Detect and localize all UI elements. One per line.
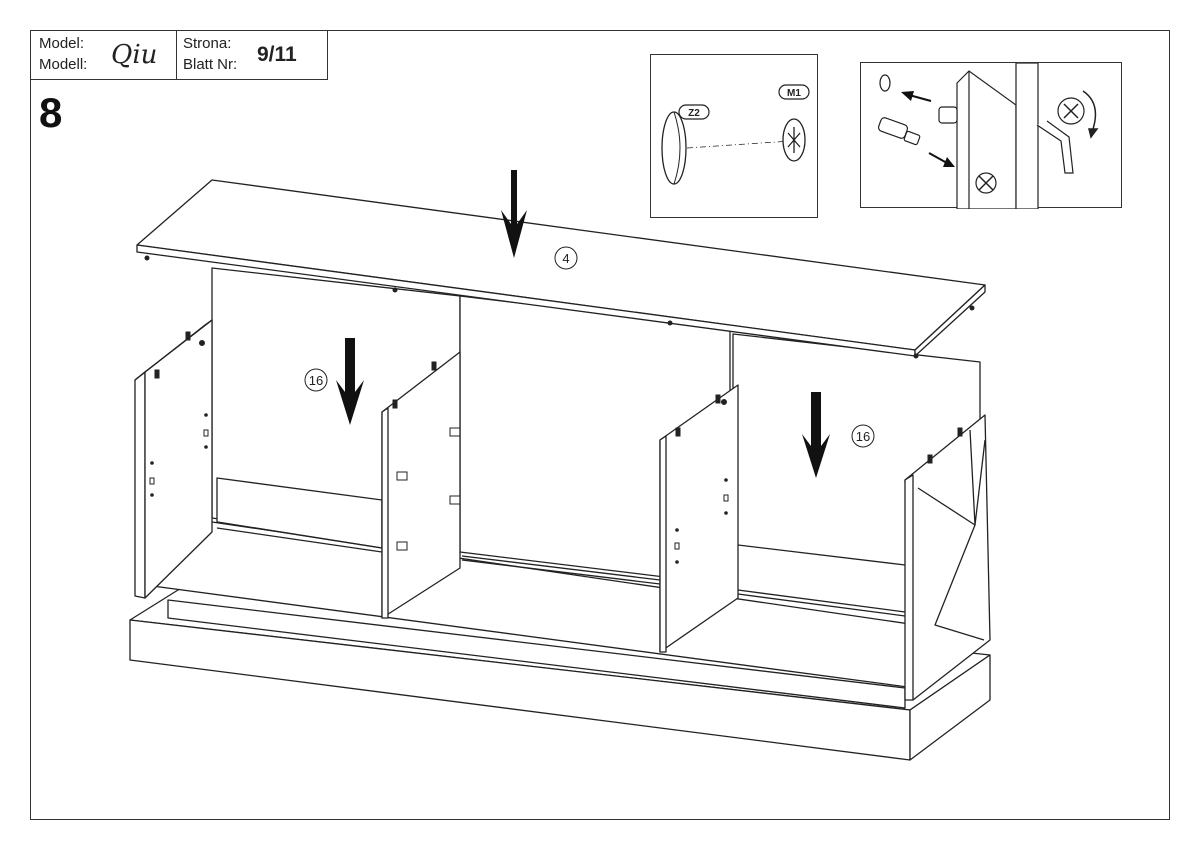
arrow-down-left-shelf (336, 338, 364, 425)
left-side-top-edge (134, 319, 213, 381)
top-dowel-5 (969, 305, 975, 311)
hinge-hole-5 (675, 528, 679, 532)
left-shelf-edge-2 (216, 527, 383, 553)
title-block: Model: Modell: Qiu Strona: Blatt Nr: 9/1… (30, 30, 328, 80)
sheet-label-de: Blatt Nr: (183, 56, 238, 73)
sheet-number: 9/11 (257, 43, 297, 66)
right-side-dowel-2 (957, 427, 963, 437)
page-frame (30, 30, 1170, 820)
middle-shelf-edge-2 (461, 559, 661, 585)
hinge-hole-3 (150, 461, 154, 465)
model-cell: Model: Modell: Qiu (31, 31, 177, 79)
arrow-right-head (943, 157, 955, 167)
part-callout-16-right: 16 (856, 429, 870, 444)
sheet-label-pl: Strona: (183, 35, 232, 52)
right-divider-dowel-2 (715, 394, 721, 404)
top-dowel-3 (667, 320, 673, 326)
fitting-label-badge (778, 84, 810, 100)
left-divider-dowel-1 (392, 399, 398, 409)
left-divider-dowel-2 (431, 361, 437, 371)
sheet-cell: Strona: Blatt Nr: 9/11 (177, 31, 327, 79)
hinge-hole-7 (724, 478, 728, 482)
right-shelf-edge (737, 589, 906, 613)
panel-side (1015, 63, 1039, 209)
screwdriver-slot-icon (787, 127, 801, 153)
middle-shelf-edge (461, 555, 661, 581)
arrow-down-right-shelf (802, 392, 830, 478)
cap-label: Z2 (688, 108, 700, 119)
model-label-de: Modell: (39, 56, 88, 73)
right-divider-edge (659, 435, 667, 653)
rotate-arrow-icon (1082, 90, 1097, 130)
cap-alignment-line (686, 140, 792, 149)
arrow-down-top-panel (501, 170, 527, 258)
fitting-label: M1 (787, 88, 801, 99)
left-side-hole (199, 340, 205, 346)
right-back-lower (737, 544, 906, 566)
dowel-hole-icon (879, 74, 891, 92)
inset-cover-cap-drawing: Z2 M1 (661, 84, 810, 185)
arrow-left-head (901, 91, 914, 101)
cam-lock-cross (978, 175, 994, 191)
top-dowel-2 (392, 287, 398, 293)
plinth-recess (167, 599, 906, 709)
hinge-hole-6 (675, 560, 679, 564)
rotate-arrow-head (1088, 128, 1099, 139)
cam-bolt-thread-icon (938, 106, 958, 124)
part-callout-16-left: 16 (309, 373, 323, 388)
left-side-dowel-2 (185, 331, 191, 341)
part-callout-4: 4 (562, 251, 569, 266)
part-callout-16-right-circle (851, 424, 875, 448)
cover-cap-rim (673, 111, 681, 185)
right-side-pattern-2 (969, 429, 986, 526)
connector-3 (449, 495, 461, 505)
arrow-left-shaft (908, 94, 932, 102)
left-side-edge (134, 371, 146, 599)
cam-rotate-cross (1063, 103, 1079, 119)
left-side-dowel-1 (154, 369, 160, 379)
shelf-pin-slot-1 (203, 429, 209, 437)
allen-key-icon (1036, 120, 1074, 174)
hinge-hole-8 (724, 511, 728, 515)
shelf-pin-slot-4 (723, 494, 729, 502)
cover-cap-icon (661, 111, 687, 185)
right-divider-hole (721, 399, 727, 405)
top-dowel-1 (144, 255, 150, 261)
cap-label-badge (678, 104, 710, 120)
part-callout-4-circle (554, 246, 578, 270)
top-dowel-4 (913, 353, 919, 359)
plinth-side (909, 654, 991, 761)
left-shelf-edge (216, 521, 383, 549)
cam-bolt-icon (903, 130, 921, 146)
step-number: 8 (39, 89, 63, 136)
right-side-dowel-1 (927, 454, 933, 464)
arrow-right-shaft (928, 152, 948, 164)
connector-2 (396, 471, 408, 481)
left-divider-edge (381, 407, 389, 619)
right-shelf-edge-2 (737, 593, 906, 617)
part-callout-16-left-circle (304, 368, 328, 392)
inset-cam-connector-drawing (877, 63, 1099, 209)
inset-cam-connector (860, 62, 1122, 209)
hinge-hole-4 (150, 493, 154, 497)
connector-1 (449, 427, 461, 437)
shelf-pin-slot-3 (674, 542, 680, 550)
right-side-edge (904, 474, 914, 701)
inset-cover-cap: Z2 M1 (650, 54, 818, 218)
model-name: Qiu (111, 40, 158, 70)
hinge-hole-1 (204, 413, 208, 417)
shelf-pin-slot-2 (149, 477, 155, 485)
wooden-dowel-icon (877, 117, 909, 139)
model-label-pl: Model: (39, 35, 85, 52)
right-divider-dowel-1 (675, 427, 681, 437)
right-side-pattern-1 (917, 487, 985, 641)
hinge-hole-2 (204, 445, 208, 449)
connector-4 (396, 541, 408, 551)
